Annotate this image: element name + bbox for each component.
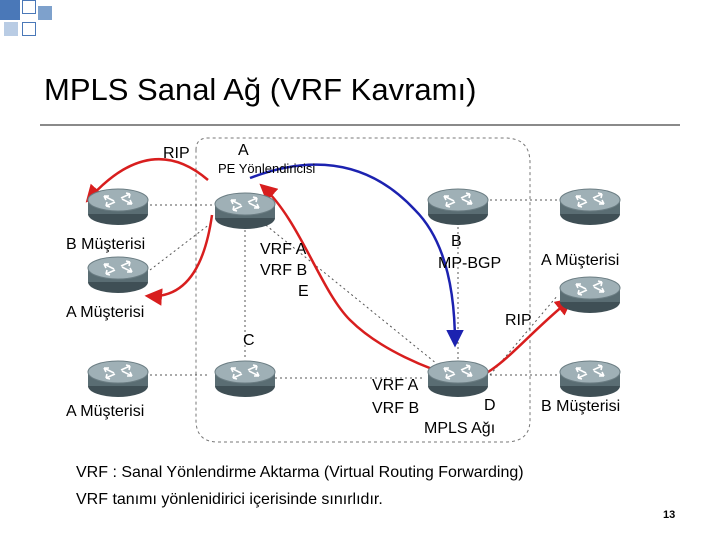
router-icon (214, 192, 276, 230)
vrf-a-label-2: VRF A (372, 377, 419, 394)
router-icon (87, 256, 149, 294)
router-icon (87, 188, 149, 226)
b-customer-right-label: B Müşterisi (541, 398, 621, 415)
rip-right-label: RIP (505, 312, 532, 329)
a-customer-botleft-label: A Müşterisi (66, 403, 145, 420)
pe-router-label: PE Yönlendiricisi (218, 161, 316, 176)
rip-arrow-left-bottom (144, 214, 214, 306)
vrf-b-label-2: VRF B (372, 400, 420, 417)
router-icon (427, 360, 489, 398)
vrf-a-label: VRF A (260, 241, 307, 258)
router-icon (559, 276, 621, 314)
footer-line-1: VRF : Sanal Yönlendirme Aktarma (Virtual… (76, 464, 524, 481)
rip-left-label: RIP (163, 145, 190, 162)
link-a-midleft (149, 223, 211, 271)
router-icon (559, 188, 621, 226)
router-icon (427, 188, 489, 226)
vrf-b-label: VRF B (260, 262, 308, 279)
router-icon (559, 360, 621, 398)
router-e-label: E (298, 283, 309, 300)
router-c-label: C (243, 332, 255, 349)
page-number: 13 (663, 509, 676, 521)
router-icon (214, 360, 276, 398)
mp-bgp-arrow (249, 163, 464, 348)
mpls-boundary (195, 137, 531, 443)
router-d-label: D (484, 397, 496, 414)
router-icon (87, 360, 149, 398)
vrf-path-arrow (259, 183, 573, 381)
mp-bgp-label: MP-BGP (438, 255, 502, 272)
a-customer-midleft-label: A Müşterisi (66, 304, 145, 321)
title-divider (40, 124, 680, 126)
router-a-label: A (238, 142, 249, 159)
rip-arrow-left-top (85, 158, 209, 203)
page-title: MPLS Sanal Ağ (VRF Kavramı) (44, 72, 477, 107)
router-b-label: B (451, 233, 462, 250)
b-customer-left-label: B Müşterisi (66, 236, 146, 253)
a-customer-right-label: A Müşterisi (541, 252, 620, 269)
mpls-network-label: MPLS Ağı (424, 420, 496, 437)
footer-line-2: VRF tanımı yönlenidirici içerisinde sını… (76, 491, 383, 508)
